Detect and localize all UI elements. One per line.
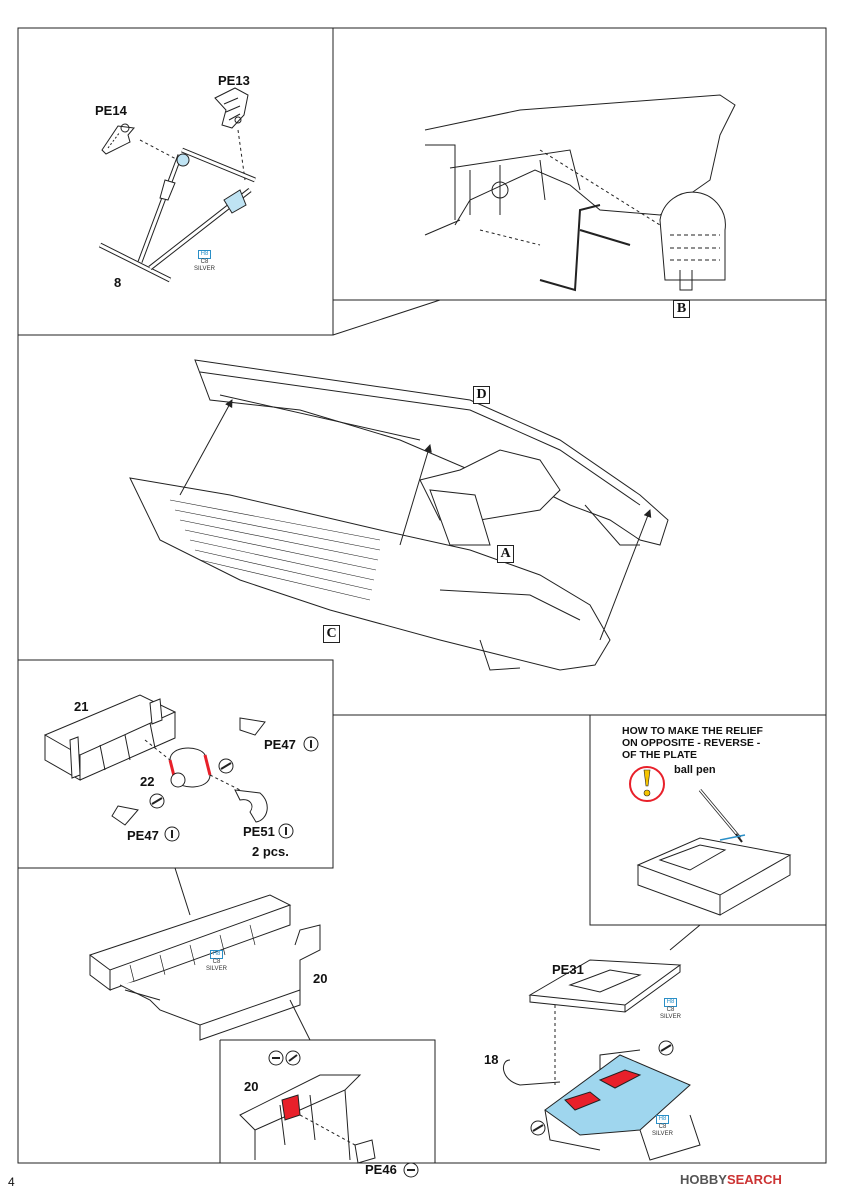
- paint-callout-3: H8 C8 SILVER: [660, 998, 681, 1021]
- step20-detail: [239, 1074, 376, 1164]
- step21-part: [43, 694, 268, 826]
- label-quantity: 2 pcs.: [252, 844, 289, 859]
- step20-part: [88, 894, 321, 1041]
- fuselage-assembly: [129, 359, 669, 671]
- ref-c: C: [323, 625, 340, 643]
- paint-name: SILVER: [652, 1131, 673, 1137]
- paint-name: SILVER: [206, 966, 227, 972]
- page-number: 4: [8, 1175, 15, 1189]
- label-pe14: PE14: [95, 103, 127, 118]
- relief-note-line-3: OF THE PLATE: [622, 749, 698, 761]
- label-pe13: PE13: [218, 73, 250, 88]
- paint-code-c: C8: [666, 1007, 675, 1013]
- label-pe47-bottom: PE47: [127, 828, 159, 843]
- label-pe47-top: PE47: [264, 737, 296, 752]
- ref-a: A: [497, 545, 514, 563]
- paint-code-c: C8: [212, 959, 221, 965]
- watermark: HOBBYSEARCH: [680, 1172, 782, 1187]
- label-pe51: PE51: [243, 824, 275, 839]
- label-pe31: PE31: [552, 962, 584, 977]
- paint-code-h: H8: [209, 950, 224, 959]
- relief-diagram: [636, 789, 792, 916]
- watermark-suffix: SEARCH: [726, 1172, 782, 1187]
- label-step-8: 8: [114, 275, 122, 290]
- paint-name: SILVER: [194, 266, 215, 272]
- paint-code-c: C8: [200, 259, 209, 265]
- pe31-plate: [528, 959, 682, 1013]
- label-pe46: PE46: [365, 1162, 397, 1177]
- paint-callout-4: H8 C8 SILVER: [652, 1115, 673, 1138]
- label-step-20-detail: 20: [244, 1079, 259, 1094]
- label-step-21: 21: [74, 699, 89, 714]
- paint-code-h: H8: [663, 998, 678, 1007]
- label-step-20: 20: [313, 971, 328, 986]
- label-ball-pen: ball pen: [674, 764, 716, 776]
- step18-part: [502, 1049, 701, 1161]
- seat-frame-part: [98, 147, 256, 283]
- watermark-brand: HOBBY: [680, 1172, 727, 1187]
- paint-name: SILVER: [660, 1014, 681, 1020]
- ref-d: D: [473, 386, 490, 404]
- step8-inset-frame: [18, 27, 334, 336]
- relief-note-line-2: ON OPPOSITE - REVERSE -: [622, 737, 761, 749]
- paint-callout-2: H8 C8 SILVER: [206, 950, 227, 973]
- detail-b-frame: [332, 28, 826, 301]
- step20-detail-frame: [220, 1039, 436, 1163]
- label-step-22: 22: [140, 774, 155, 789]
- step22-tank: [168, 747, 212, 788]
- label-step-18: 18: [484, 1052, 499, 1067]
- ref-b: B: [673, 300, 690, 318]
- cockpit-detail-b: [424, 94, 736, 292]
- relief-note: HOW TO MAKE THE RELIEF ON OPPOSITE - REV…: [622, 725, 763, 761]
- pe14-part: [101, 123, 135, 155]
- relief-note-line-1: HOW TO MAKE THE RELIEF: [622, 725, 763, 737]
- paint-code-h: H8: [655, 1115, 670, 1124]
- page-frame: [17, 27, 827, 1164]
- bend-icons: [149, 736, 674, 1178]
- paint-code-h: H8: [197, 250, 212, 259]
- paint-code-c: C8: [658, 1124, 667, 1130]
- pe13-part: [214, 87, 249, 129]
- paint-callout-1: H8 C8 SILVER: [194, 250, 215, 273]
